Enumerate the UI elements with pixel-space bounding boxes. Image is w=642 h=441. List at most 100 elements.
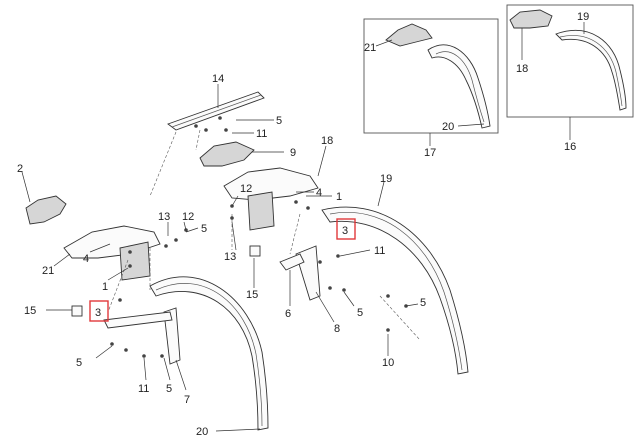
part-18-plate [247, 191, 275, 231]
part-19-fender [321, 206, 469, 375]
highlight-box-3-right [336, 218, 356, 240]
callout-5: 5 [166, 383, 172, 395]
inset-16-fender-edge [559, 35, 623, 107]
callout-20: 20 [196, 426, 208, 438]
callout-18: 18 [321, 135, 333, 147]
leader-7 [175, 359, 187, 391]
part-7-strut [163, 307, 181, 365]
dash-left-1 [107, 259, 129, 313]
leader-5f [163, 357, 171, 381]
callout-3: 3 [95, 307, 101, 319]
part-19-fender-edge [329, 212, 463, 371]
leader-21b [375, 39, 393, 47]
part-20-fender [149, 276, 269, 431]
bolt [142, 354, 146, 358]
part-15-left [71, 305, 83, 317]
part-20-fender-edge [155, 283, 263, 427]
callout-21: 21 [42, 265, 54, 277]
callout-5: 5 [357, 307, 363, 319]
bolt [224, 128, 228, 132]
leader-19 [377, 181, 385, 207]
bolt [218, 116, 222, 120]
callout-4: 4 [83, 253, 89, 265]
callout-3: 3 [342, 225, 348, 237]
bolt [194, 124, 198, 128]
callout-9: 9 [290, 147, 296, 159]
inset-17-bracket [385, 23, 433, 47]
bolt [318, 260, 322, 264]
leader-20a [215, 428, 261, 432]
callout-5: 5 [276, 115, 282, 127]
leader-5d [405, 303, 419, 307]
callout-12: 12 [182, 211, 194, 223]
callout-5: 5 [201, 223, 207, 235]
leader-11c [143, 357, 147, 381]
fasteners [110, 116, 408, 358]
bolt [294, 200, 298, 204]
callout-1: 1 [102, 281, 108, 293]
leader-4b [89, 243, 111, 253]
bolt [306, 206, 310, 210]
bolt [128, 264, 132, 268]
callout-21: 21 [364, 42, 376, 54]
leader-21a [53, 253, 71, 267]
bolt [386, 294, 390, 298]
part-2-bracket [25, 195, 67, 225]
callout-19: 19 [577, 11, 589, 23]
highlight-box-3-left [89, 300, 109, 322]
bolt [336, 254, 340, 258]
part-18-bracket [223, 167, 319, 201]
callout-1: 1 [336, 191, 342, 203]
dash-14-a [149, 131, 177, 197]
bolt [328, 286, 332, 290]
bolt [128, 250, 132, 254]
callout-18: 18 [516, 63, 528, 75]
inset-16 [506, 4, 634, 140]
part-14-rail-edge [171, 94, 262, 128]
callout-6: 6 [285, 308, 291, 320]
inset-16-fender [555, 29, 627, 111]
leader-2 [21, 171, 31, 203]
leader-18 [317, 145, 327, 177]
leader-5e [95, 345, 113, 359]
bolt [160, 354, 164, 358]
callout-2: 2 [17, 163, 23, 175]
callout-11: 11 [374, 245, 385, 257]
callout-16: 16 [564, 141, 576, 153]
dash-10 [379, 295, 421, 341]
leader-20b [457, 123, 485, 127]
part-9-bracket [199, 141, 255, 167]
callout-20: 20 [442, 121, 454, 133]
leader-5b [185, 227, 199, 233]
callout-5: 5 [420, 297, 426, 309]
callout-11: 11 [138, 383, 149, 395]
dash-mid-2 [289, 213, 301, 255]
bolt [164, 244, 168, 248]
part-7-arm [103, 311, 173, 329]
part-15-right [249, 245, 261, 257]
bolt [386, 328, 390, 332]
callout-14: 14 [212, 73, 224, 85]
leader-12a [231, 195, 239, 207]
callout-13: 13 [224, 251, 236, 263]
callout-10: 10 [382, 357, 394, 369]
callout-11: 11 [256, 128, 267, 140]
bolt [230, 216, 234, 220]
bolt [342, 288, 346, 292]
bolt [118, 298, 122, 302]
inset-17-frame [363, 18, 499, 134]
inset-17-fender [427, 44, 491, 129]
callout-4: 4 [316, 187, 322, 199]
callout-7: 7 [184, 394, 190, 406]
callout-8: 8 [334, 323, 340, 335]
inset-16-bracket [509, 9, 553, 29]
bolt [110, 342, 114, 346]
bolt [204, 128, 208, 132]
inset-17-fender-edge [435, 51, 485, 123]
bolt [124, 348, 128, 352]
inset-17 [363, 18, 499, 146]
callout-15: 15 [246, 289, 258, 301]
leader-5c [343, 291, 355, 307]
